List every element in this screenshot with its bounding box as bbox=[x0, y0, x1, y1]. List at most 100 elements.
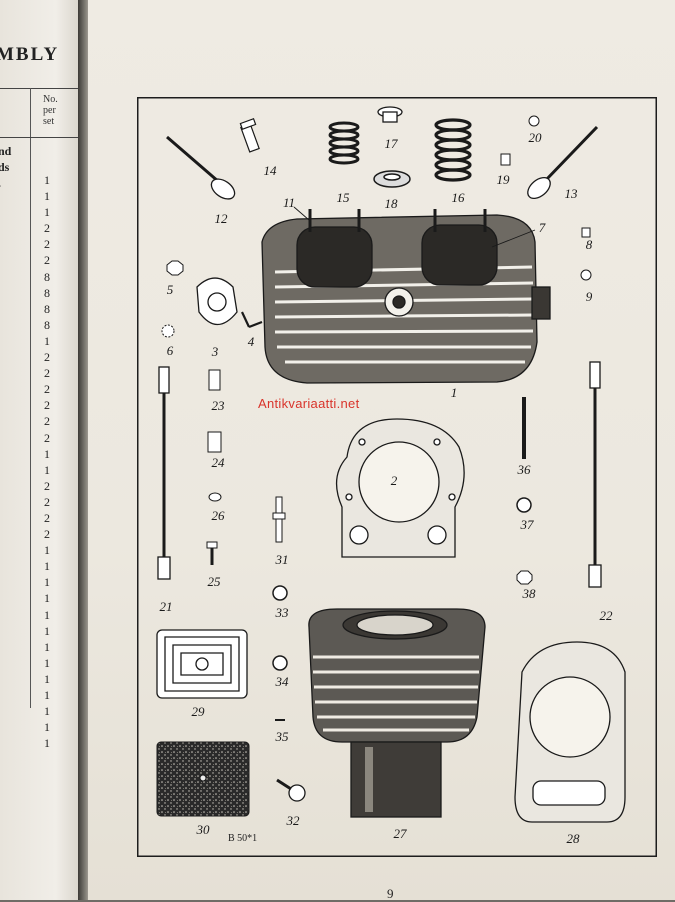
part-label-17: 17 bbox=[384, 136, 398, 151]
valve-icon bbox=[527, 125, 599, 200]
part-label-32: 32 bbox=[286, 813, 300, 828]
part-label-30: 30 bbox=[196, 822, 210, 837]
part-label-38: 38 bbox=[522, 586, 536, 601]
gauze-icon bbox=[156, 741, 250, 817]
left-page: MBLY No. per set nd ds . 111222888812222… bbox=[0, 0, 80, 900]
cylinder-barrel-icon bbox=[308, 608, 486, 818]
quantity-item: 1 bbox=[44, 736, 50, 751]
quantity-column-heading: No. per set bbox=[43, 94, 58, 127]
quantity-item: 1 bbox=[44, 575, 50, 590]
quantity-item: 2 bbox=[44, 478, 50, 493]
quantity-item: 2 bbox=[44, 366, 50, 381]
part-label-2: 2 bbox=[390, 473, 398, 488]
heading-line: per bbox=[43, 105, 56, 116]
quantity-item: 2 bbox=[44, 494, 50, 509]
row-fragment: . bbox=[0, 175, 11, 191]
quantity-item: 1 bbox=[44, 173, 50, 187]
part-label-35: 35 bbox=[275, 729, 289, 744]
quantity-item: 1 bbox=[44, 671, 50, 686]
washer-icon bbox=[580, 269, 592, 281]
part-label-19: 19 bbox=[496, 172, 510, 187]
heading-line: set bbox=[43, 116, 55, 127]
part-label-16: 16 bbox=[451, 190, 465, 205]
part-label-20: 20 bbox=[528, 130, 542, 145]
quantity-item: 1 bbox=[44, 591, 50, 606]
quantity-item: 2 bbox=[44, 253, 50, 268]
table-rule bbox=[0, 137, 80, 138]
part-label-11: 11 bbox=[282, 195, 296, 210]
exploded-engine-diagram bbox=[137, 97, 657, 857]
quantity-item: 1 bbox=[44, 333, 50, 348]
filter-icon bbox=[156, 629, 248, 699]
part-label-12: 12 bbox=[214, 211, 228, 226]
head-gasket-icon bbox=[335, 418, 465, 558]
part-label-27: 27 bbox=[393, 826, 407, 841]
row-fragment: ds bbox=[0, 160, 10, 174]
part-label-7: 7 bbox=[538, 220, 546, 235]
part-label-3: 3 bbox=[211, 344, 219, 359]
quantity-item: 8 bbox=[44, 301, 50, 316]
page-number: 9 bbox=[387, 886, 394, 901]
quantity-item: 8 bbox=[44, 317, 50, 332]
part-label-29: 29 bbox=[191, 704, 205, 719]
quantity-item: 1 bbox=[44, 559, 50, 574]
cylinder-head-icon bbox=[261, 209, 551, 384]
part-label-22: 22 bbox=[599, 608, 613, 623]
nut-icon bbox=[516, 570, 533, 585]
quantity-item: 1 bbox=[44, 446, 50, 461]
part-label-24: 24 bbox=[211, 455, 225, 470]
leader-lines bbox=[293, 206, 536, 248]
quantity-item: 2 bbox=[44, 350, 50, 365]
base-gasket-icon bbox=[514, 641, 626, 823]
part-label-18: 18 bbox=[384, 196, 398, 211]
diagram-frame bbox=[137, 97, 657, 857]
heading-line: No. bbox=[43, 94, 58, 105]
stud-icon bbox=[241, 311, 263, 329]
adaptor-icon bbox=[208, 369, 221, 391]
part-label-25: 25 bbox=[207, 574, 221, 589]
quantity-item: 1 bbox=[44, 189, 50, 204]
quantity-item: 2 bbox=[44, 237, 50, 252]
part-label-13: 13 bbox=[564, 186, 578, 201]
quantity-item: 1 bbox=[44, 543, 50, 558]
quantity-item: 1 bbox=[44, 623, 50, 638]
quantity-item: 2 bbox=[44, 414, 50, 429]
part-label-15: 15 bbox=[336, 190, 350, 205]
manifold-gasket-icon bbox=[196, 277, 238, 326]
quantity-item: 2 bbox=[44, 510, 50, 525]
washer-icon bbox=[208, 492, 222, 502]
quantity-item: 1 bbox=[44, 688, 50, 702]
quantity-item: 1 bbox=[44, 704, 50, 719]
quantity-item: 2 bbox=[44, 527, 50, 542]
spring-cup-icon bbox=[373, 170, 411, 188]
figure-reference: B 50*1 bbox=[228, 833, 258, 844]
watermark-text: Antikvariaatti.net bbox=[258, 396, 360, 411]
collar-icon bbox=[377, 106, 403, 123]
quantity-item: 2 bbox=[44, 398, 50, 413]
quantity-item: 2 bbox=[44, 221, 50, 236]
part-label-8: 8 bbox=[585, 237, 593, 252]
quantity-item: 1 bbox=[44, 205, 50, 220]
quantity-item: 1 bbox=[44, 607, 50, 622]
nut-icon bbox=[166, 260, 184, 276]
column-rule bbox=[30, 88, 31, 708]
part-label-1: 1 bbox=[450, 385, 458, 400]
row-fragment: nd bbox=[0, 144, 12, 158]
part-label-9: 9 bbox=[585, 289, 593, 304]
cotter-icon bbox=[528, 115, 540, 127]
part-label-31: 31 bbox=[275, 552, 289, 567]
lock-washer-icon bbox=[161, 324, 175, 338]
part-label-28: 28 bbox=[566, 831, 580, 846]
row-fragments: nd ds . bbox=[0, 143, 11, 191]
quantity-item: 8 bbox=[44, 269, 50, 284]
push-rod-icon bbox=[588, 361, 602, 588]
lock-washer-icon bbox=[272, 655, 288, 671]
outer-spring-icon bbox=[434, 118, 472, 182]
part-label-34: 34 bbox=[275, 674, 289, 689]
part-label-21: 21 bbox=[159, 599, 173, 614]
stud-icon bbox=[272, 496, 286, 543]
washer-icon bbox=[272, 585, 288, 601]
part-label-4: 4 bbox=[247, 334, 255, 349]
quantity-item: 1 bbox=[44, 639, 50, 654]
